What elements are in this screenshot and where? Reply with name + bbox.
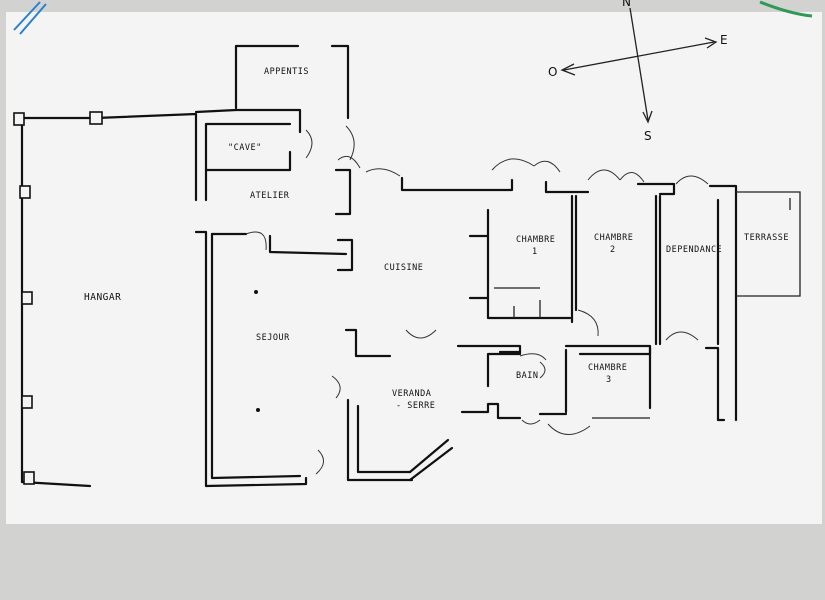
room-label-chambre1: CHAMBRE bbox=[516, 235, 555, 245]
room-label-dependance: DEPENDANCE bbox=[666, 245, 722, 255]
compass-ew-line bbox=[563, 41, 715, 71]
bain-walls bbox=[456, 344, 652, 435]
room-label-serre: - SERRE bbox=[396, 401, 435, 411]
room-label-hangar: HANGAR bbox=[84, 292, 121, 303]
chambre1-walls bbox=[468, 158, 572, 320]
paper-sheet bbox=[6, 12, 822, 524]
compass-east-arrow-icon bbox=[704, 37, 718, 49]
room-label-chambre2: CHAMBRE bbox=[594, 233, 633, 243]
green-paperclip-icon bbox=[759, 0, 813, 18]
dependance-walls bbox=[636, 175, 801, 422]
cave-walls bbox=[204, 122, 355, 202]
appentis-walls bbox=[194, 44, 350, 134]
room-label-cave: "CAVE" bbox=[228, 143, 262, 153]
compass-ns-line bbox=[629, 7, 649, 121]
compass-south-label: S bbox=[644, 129, 652, 143]
compass-rose: N E O S bbox=[548, 0, 728, 143]
compass-east-label: E bbox=[720, 33, 728, 47]
compass-west-arrow-icon bbox=[560, 63, 576, 76]
veranda-walls bbox=[344, 328, 454, 482]
chambre2-walls bbox=[544, 169, 645, 337]
room-label-veranda: VERANDA bbox=[392, 389, 431, 399]
sejour-walls bbox=[194, 230, 348, 488]
hangar-walls bbox=[13, 111, 198, 488]
room-label-chambre1-number: 1 bbox=[532, 247, 538, 257]
room-label-chambre3: CHAMBRE bbox=[588, 363, 627, 373]
room-label-chambre2-number: 2 bbox=[610, 245, 616, 255]
room-label-atelier: ATELIER bbox=[250, 191, 290, 201]
room-label-cuisine: CUISINE bbox=[384, 263, 423, 273]
compass-west-label: O bbox=[548, 65, 557, 79]
room-label-chambre3-number: 3 bbox=[606, 375, 612, 385]
column-dot bbox=[254, 290, 258, 294]
room-label-terrasse: TERRASSE bbox=[744, 233, 789, 243]
room-label-bain: BAIN bbox=[516, 371, 538, 381]
cuisine-walls bbox=[331, 155, 514, 399]
room-label-sejour: SEJOUR bbox=[256, 333, 290, 343]
compass-south-arrow-icon bbox=[642, 110, 653, 124]
blue-paperclip-icon bbox=[13, 1, 47, 35]
column-dot bbox=[256, 408, 260, 412]
room-label-appentis: APPENTIS bbox=[264, 67, 309, 77]
compass-north-label: N bbox=[622, 0, 631, 9]
